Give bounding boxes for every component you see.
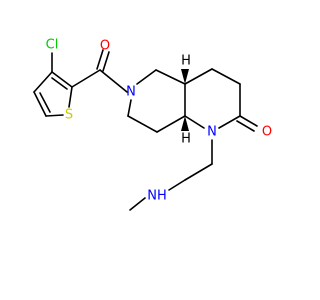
atom-n-ring: N bbox=[126, 85, 136, 100]
bond-ch2a-ch2b bbox=[184, 163, 213, 181]
bond-n-ch2top bbox=[136, 69, 157, 85]
bond-carbonyl-double-a bbox=[102, 51, 110, 72]
bond-thio-c2-c3 bbox=[51, 71, 73, 88]
bond-thio-c2-c3-inner bbox=[51, 77, 68, 90]
bond-ch2low-ch2 bbox=[127, 115, 158, 133]
bond-carbonyl-n bbox=[99, 69, 128, 93]
atom-labels: O Cl S N N O NH H H bbox=[46, 38, 272, 204]
molecule-structure: O Cl S N N O NH H H bbox=[33, 38, 272, 211]
bond-n-c8a bbox=[184, 115, 205, 129]
bond-carbonyl-thiophene bbox=[71, 69, 101, 88]
stereo-bonds bbox=[181, 69, 189, 131]
wedge-h-bottom bbox=[181, 116, 189, 131]
bonds bbox=[33, 49, 258, 211]
atom-cl: Cl bbox=[46, 38, 59, 53]
atom-nh: NH bbox=[147, 189, 167, 204]
bond-thio-c3-c4 bbox=[33, 71, 53, 93]
bond-thio-c4-c5-inner bbox=[39, 92, 51, 113]
bond-ch2-n bbox=[127, 99, 132, 117]
atom-h-bottom: H bbox=[181, 132, 191, 147]
bond-thio-c5-s bbox=[45, 114, 64, 117]
bond-c8a-ch2low bbox=[156, 115, 186, 133]
atom-n-lactam: N bbox=[207, 125, 217, 140]
bond-c4-c3 bbox=[211, 68, 241, 85]
atom-o-lactam: O bbox=[262, 125, 272, 140]
bond-c2-n bbox=[218, 115, 241, 129]
bond-lactam-co-a bbox=[239, 115, 258, 127]
bond-thio-s-c2 bbox=[68, 86, 73, 108]
atom-h-top: H bbox=[181, 54, 191, 69]
bond-thio-c4-c5 bbox=[33, 91, 47, 117]
wedge-h-top bbox=[181, 69, 189, 84]
bond-nh-ch3 bbox=[129, 197, 146, 211]
bond-carbonyl-double-b bbox=[96, 49, 104, 70]
bond-lactam-co-b bbox=[236, 120, 255, 132]
bond-ch2b-nh bbox=[168, 179, 186, 191]
atom-o-carbonyl: O bbox=[100, 39, 110, 54]
atom-s: S bbox=[65, 108, 73, 123]
bond-c4a-c4 bbox=[184, 68, 213, 85]
bond-ch2top-c4a bbox=[155, 69, 186, 85]
